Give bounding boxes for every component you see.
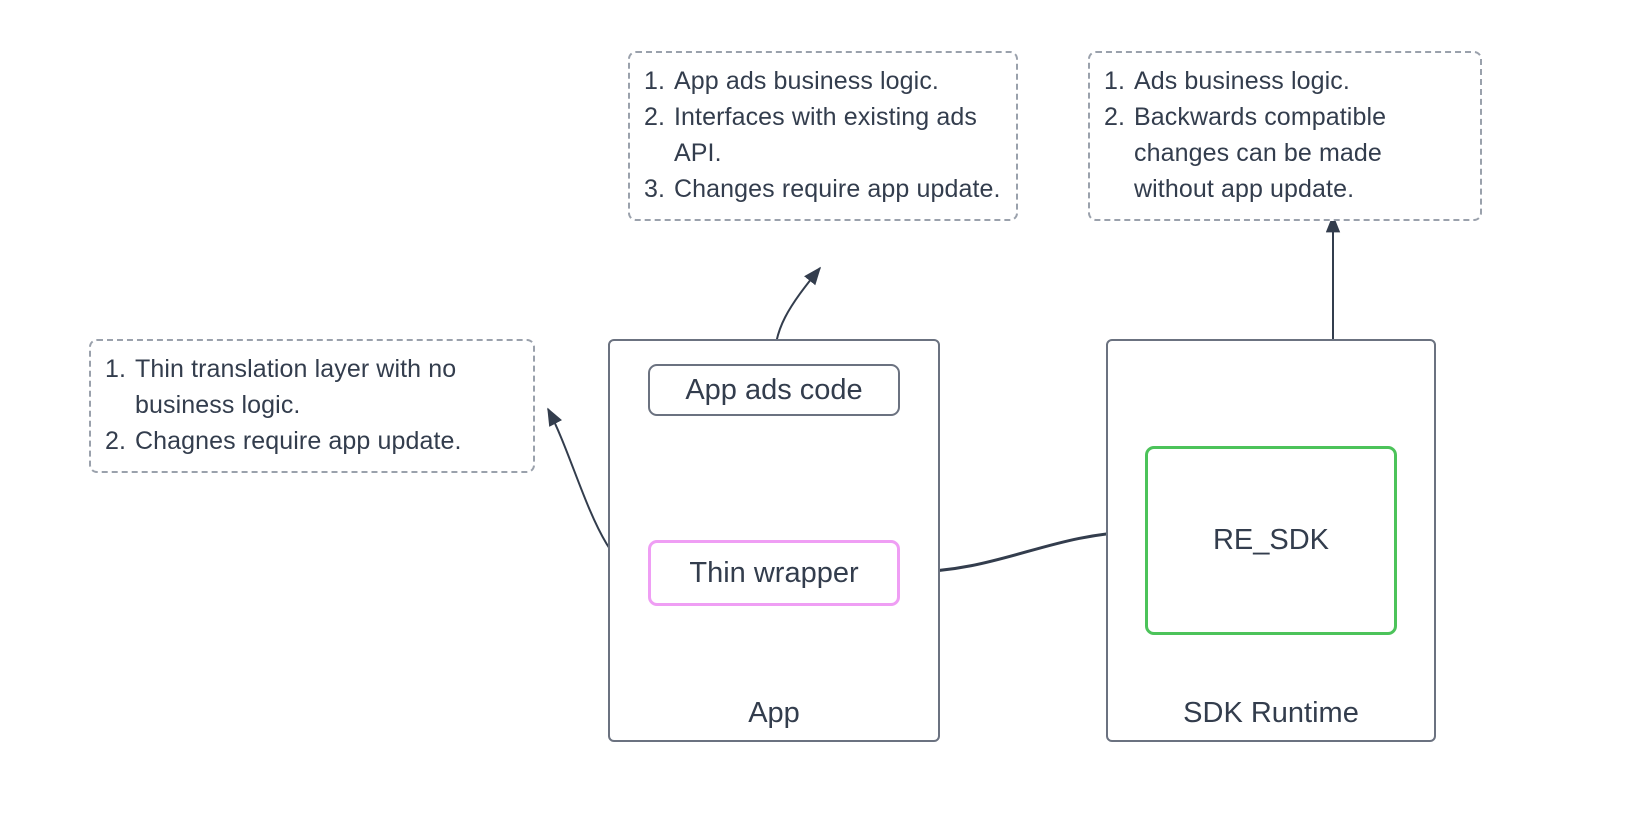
list-number: 3. [644, 175, 666, 203]
callout-re-sdk-list: 1. Ads business logic. 2. Backwards comp… [1104, 63, 1466, 207]
callout-app-ads-code: 1. App ads business logic. 2. Interfaces… [628, 51, 1018, 221]
node-re-sdk[interactable]: RE_SDK [1145, 446, 1397, 635]
list-text: App ads business logic. [674, 67, 939, 95]
callout-thin-wrapper-list: 1. Thin translation layer with no busine… [105, 351, 519, 459]
node-thin-wrapper[interactable]: Thin wrapper [648, 540, 900, 606]
list-text: Chagnes require app update. [135, 427, 462, 455]
list-number: 2. [1104, 103, 1126, 131]
container-sdk-runtime-label: SDK Runtime [1183, 697, 1359, 729]
list-number: 2. [105, 427, 127, 455]
callout-thin-wrapper: 1. Thin translation layer with no busine… [89, 339, 535, 473]
list-number: 1. [1104, 67, 1126, 95]
callout-app-ads-code-list: 1. App ads business logic. 2. Interfaces… [644, 63, 1002, 207]
list-text: Thin translation layer with no business … [135, 355, 457, 419]
callout-item: 1. Thin translation layer with no busine… [105, 351, 519, 423]
callout-item: 2. Chagnes require app update. [105, 423, 519, 459]
list-number: 1. [105, 355, 127, 383]
connector-re-sdk-thin-wrapper [905, 523, 1141, 581]
list-text: Interfaces with existing ads API. [674, 103, 977, 167]
callout-re-sdk: 1. Ads business logic. 2. Backwards comp… [1088, 51, 1482, 221]
node-app-ads-code[interactable]: App ads code [648, 364, 900, 416]
callout-item: 1. App ads business logic. [644, 63, 1002, 99]
callout-item: 3. Changes require app update. [644, 171, 1002, 207]
container-app-label: App [748, 697, 800, 729]
callout-item: 2. Interfaces with existing ads API. [644, 99, 1002, 171]
list-number: 2. [644, 103, 666, 131]
list-text: Backwards compatible changes can be made… [1134, 103, 1387, 203]
list-text: Ads business logic. [1134, 67, 1350, 95]
list-number: 1. [644, 67, 666, 95]
callout-item: 2. Backwards compatible changes can be m… [1104, 99, 1466, 207]
callout-item: 1. Ads business logic. [1104, 63, 1466, 99]
list-text: Changes require app update. [674, 175, 1001, 203]
